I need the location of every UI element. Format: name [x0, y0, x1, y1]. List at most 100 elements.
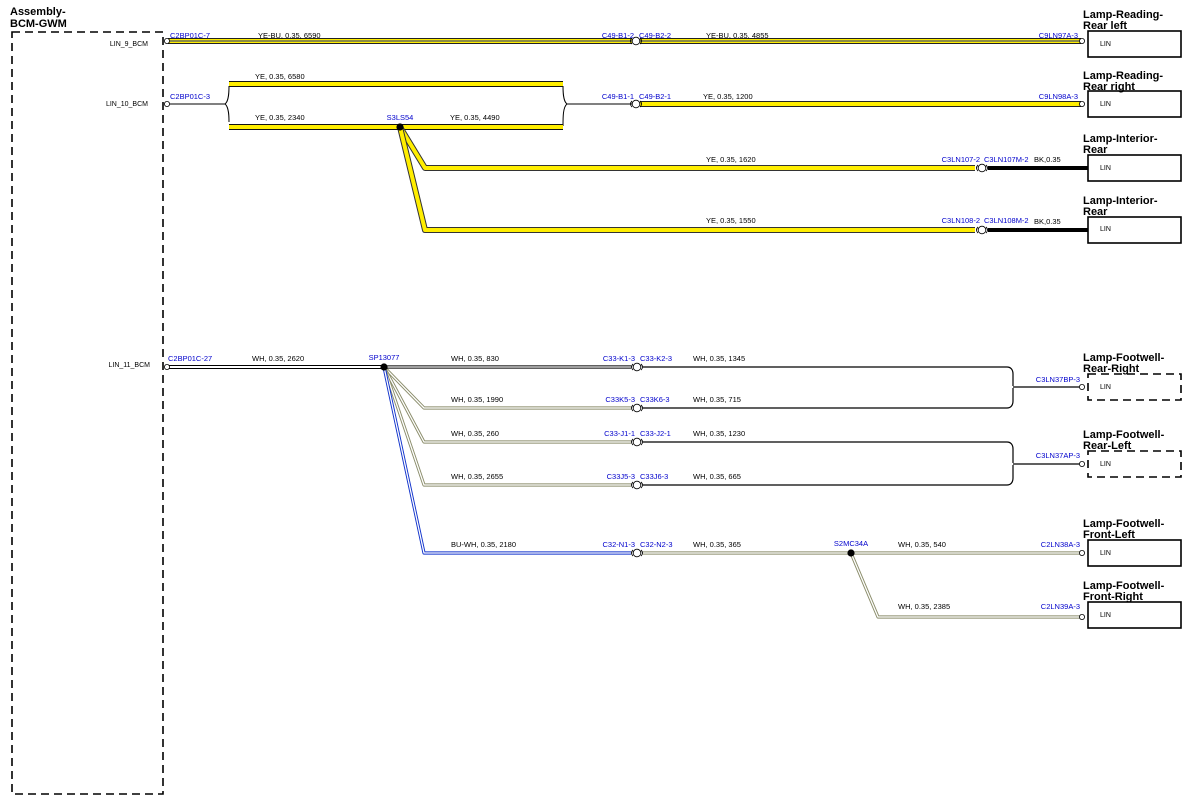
- pin-label-lin11: LIN_11_BCM: [108, 362, 150, 369]
- wire-ye-1550-outline: [397, 126, 975, 233]
- connector-c49-b-1: [631, 99, 641, 109]
- connector-c33k-brackets: [631, 404, 643, 412]
- wire-wh-2385: [850, 552, 1081, 618]
- connector-c49-b-2: [631, 36, 641, 46]
- connector-label-c9ln98a-3: C9LN98A-3: [1039, 92, 1078, 101]
- pin-lin-ir1: LIN: [1100, 165, 1111, 172]
- wire-label-w2: YE-BU, 0.35, 4855: [706, 31, 769, 40]
- wire-wh-665: [643, 465, 1014, 486]
- pin-lin-rl: LIN: [1100, 41, 1111, 48]
- connector-label-c2ln38a-3: C2LN38A-3: [1041, 540, 1080, 549]
- wire-label-w19: WH, 0.35, 365: [693, 540, 741, 549]
- splice-s3ls54: [396, 123, 404, 131]
- connector-label-c33j5-3: C33J5-3: [607, 472, 635, 481]
- pin-lin-ffr: LIN: [1100, 612, 1111, 619]
- wire-label-w1: YE-BU, 0.35, 6590: [258, 31, 321, 40]
- wire-label-w10: WH, 0.35, 830: [451, 354, 499, 363]
- wire-bu-wh-outline: [382, 366, 631, 555]
- connector-label-c3ln108m-2: C3LN108M-2: [984, 216, 1029, 225]
- component-title-ffr-2: Front-Right: [1083, 591, 1143, 603]
- connector-label-c3ln37ap-3: C3LN37AP-3: [1036, 451, 1080, 460]
- connector-c3ln107: [977, 163, 987, 173]
- connector-label-c33-j1-1: C33-J1-1: [604, 429, 635, 438]
- wire-label-w8: YE, 0.35, 1550: [706, 216, 756, 225]
- connector-c33-k: [632, 362, 642, 372]
- connector-c3ln107-brackets: [976, 164, 988, 172]
- component-title-frl-1: Lamp-Footwell-: [1083, 429, 1165, 441]
- connector-c33j: [632, 480, 642, 490]
- wire-wh-260: [383, 366, 631, 443]
- connector-c32-n-brackets: [631, 549, 643, 557]
- wire-label-w15: WH, 0.35, 1230: [693, 429, 745, 438]
- wire-label-w14: WH, 0.35, 260: [451, 429, 499, 438]
- connector-label-c33j6-3: C33J6-3: [640, 472, 668, 481]
- connector-c3ln108: [977, 225, 987, 235]
- component-box-footwell-rear-left: [1087, 450, 1182, 478]
- wire-bu-wh: [383, 366, 631, 554]
- wire-ye-split-down: [224, 103, 230, 123]
- wire-wh-1345: [643, 366, 1014, 386]
- component-title-rr-2: Rear right: [1083, 81, 1135, 93]
- component-title-frr-1: Lamp-Footwell-: [1083, 352, 1165, 364]
- component-title-ffr-1: Lamp-Footwell-: [1083, 580, 1165, 592]
- component-title-ir2-2: Rear: [1083, 206, 1108, 218]
- wire-label-w16: WH, 0.35, 2655: [451, 472, 503, 481]
- connector-label-c33-k2-3: C33-K2-3: [640, 354, 672, 363]
- component-title-ir1-1: Lamp-Interior-: [1083, 133, 1158, 145]
- component-title-ffl-1: Lamp-Footwell-: [1083, 518, 1165, 530]
- connector-c33j-brackets: [631, 481, 643, 489]
- terminal-frl: [1079, 460, 1086, 467]
- wire-wh-1990-outline: [382, 365, 631, 410]
- component-title-frl-2: Rear-Left: [1083, 440, 1132, 452]
- wire-label-w13: WH, 0.35, 715: [693, 395, 741, 404]
- connector-label-c3ln107-2: C3LN107-2: [942, 155, 980, 164]
- connector-label-c49-b2-2: C49-B2-2: [639, 31, 671, 40]
- connector-label-c49-b2-1: C49-B2-1: [639, 92, 671, 101]
- wire-wh-715: [643, 388, 1014, 409]
- connector-c33-k-brackets: [631, 363, 643, 371]
- wire-ye-1550: [398, 126, 975, 232]
- wire-label-w5: YE, 0.35, 4490: [450, 113, 500, 122]
- connector-c33-j-brackets: [631, 438, 643, 446]
- connector-c3ln108-brackets: [976, 226, 988, 234]
- connector-label-c9ln97a-3: C9LN97A-3: [1039, 31, 1078, 40]
- wire-label-w7: YE, 0.35, 1620: [706, 155, 756, 164]
- component-title-rl-2: Rear left: [1083, 20, 1127, 32]
- terminal-rr: [1079, 101, 1086, 108]
- splice-label-sp13077: SP13077: [369, 353, 400, 362]
- component-box-interior-rear-1: [1087, 154, 1182, 182]
- wire-label-w4: YE, 0.35, 2340: [255, 113, 305, 122]
- terminal-ffl: [1079, 550, 1086, 557]
- connector-label-c32-n2-3: C32-N2-3: [640, 540, 673, 549]
- connector-label-c3ln108-2: C3LN108-2: [942, 216, 980, 225]
- component-title-ffl-2: Front-Left: [1083, 529, 1135, 541]
- wire-ye-split-up: [224, 85, 230, 105]
- splice-label-s3ls54: S3LS54: [387, 113, 414, 122]
- terminal-bcm-3: [163, 363, 170, 370]
- connector-label-c49-b1-1: C49-B1-1: [602, 92, 634, 101]
- pin-lin-frr: LIN: [1100, 384, 1111, 391]
- component-title-rr-1: Lamp-Reading-: [1083, 70, 1163, 82]
- component-title-rl-1: Lamp-Reading-: [1083, 9, 1163, 21]
- connector-label-c2bp01c-3: C2BP01C-3: [170, 92, 210, 101]
- pin-lin-frl: LIN: [1100, 461, 1111, 468]
- connector-label-c2bp01c-7: C2BP01C-7: [170, 31, 210, 40]
- connector-c49-b-1-brackets: [630, 100, 642, 108]
- wire-ye-1620: [398, 125, 975, 170]
- wire-label-w11: WH, 0.35, 1345: [693, 354, 745, 363]
- component-title-frr-2: Rear-Right: [1083, 363, 1140, 375]
- connector-label-c32-n1-3: C32-N1-3: [602, 540, 635, 549]
- connector-c33k: [632, 403, 642, 413]
- wire-wh-2655: [383, 366, 631, 486]
- wire-label-bk1: BK,0.35: [1034, 155, 1061, 164]
- splice-s2mc34a: [847, 549, 855, 557]
- wire-wh-2655-outline: [382, 366, 631, 487]
- wire-label-w18: BU-WH, 0.35, 2180: [451, 540, 516, 549]
- wire-label-w20: WH, 0.35, 540: [898, 540, 946, 549]
- wire-label-w17: WH, 0.35, 665: [693, 472, 741, 481]
- component-box-reading-rear-left: [1087, 30, 1182, 58]
- component-title-ir2-1: Lamp-Interior-: [1083, 195, 1158, 207]
- wire-label-w6: YE, 0.35, 1200: [703, 92, 753, 101]
- bcm-title-line2: BCM-GWM: [10, 18, 67, 30]
- wire-ye-merge-up: [562, 85, 568, 105]
